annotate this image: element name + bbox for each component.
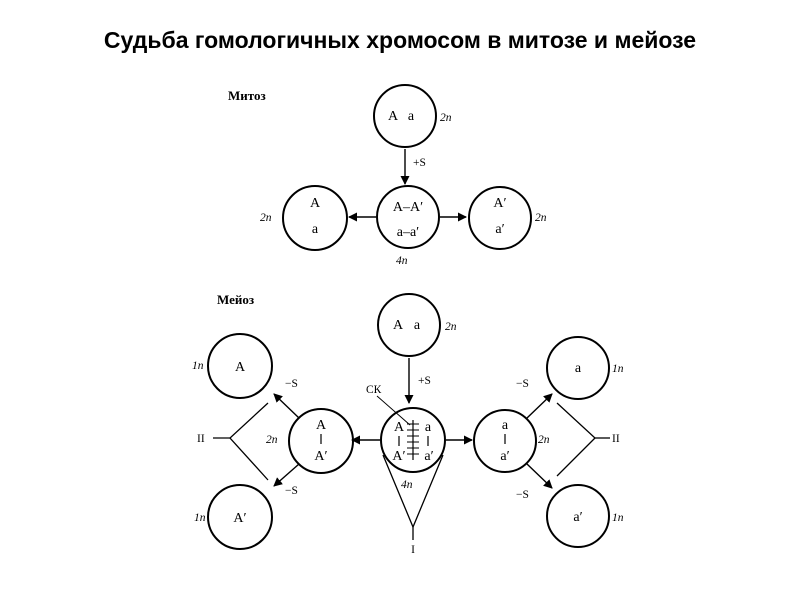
cell-circle bbox=[207, 333, 273, 399]
first-division-bracket bbox=[382, 454, 444, 529]
allele-label: a′ bbox=[495, 222, 504, 237]
meiosis-left-cell: A A′ 2n bbox=[266, 408, 354, 474]
allele-label: a bbox=[575, 361, 582, 376]
second-division-label-right: II bbox=[612, 433, 620, 445]
cell-circle bbox=[282, 185, 348, 251]
meiosis-section-label: Мейоз bbox=[217, 292, 254, 307]
ploidy-label: 2n bbox=[260, 212, 272, 224]
cell-circle bbox=[376, 185, 440, 249]
mitosis-left-daughter-cell: A a 2n bbox=[260, 185, 348, 251]
cell-circle bbox=[288, 408, 354, 474]
ploidy-label: 2n bbox=[538, 434, 550, 446]
synaptonemal-pointer bbox=[376, 395, 411, 426]
ploidy-label: 4n bbox=[396, 255, 408, 267]
ploidy-label: 1n bbox=[194, 512, 206, 524]
mitosis-section-label: Митоз bbox=[228, 88, 266, 103]
allele-label: a bbox=[414, 318, 421, 333]
allele-label: a bbox=[312, 222, 319, 237]
ploidy-label: 1n bbox=[612, 512, 624, 524]
allele-label: a bbox=[408, 109, 415, 124]
mitosis-parent-cell: A a 2n bbox=[373, 84, 452, 148]
allele-label: A′ bbox=[392, 449, 405, 464]
replication-label: +S bbox=[413, 157, 426, 169]
second-division-arrow bbox=[526, 393, 553, 419]
chromatid-pair-label: a–a′ bbox=[397, 225, 420, 240]
allele-label: a bbox=[425, 420, 432, 435]
allele-label: a′ bbox=[573, 510, 582, 525]
gamete-cell: a 1n bbox=[546, 336, 624, 400]
second-division-arrow bbox=[526, 463, 553, 489]
cell-circle bbox=[373, 84, 437, 148]
gamete-cell: A′ 1n bbox=[194, 484, 273, 550]
minus-s-label: −S bbox=[285, 378, 298, 390]
second-division-bracket-right bbox=[556, 402, 596, 477]
first-division-label: I bbox=[411, 544, 415, 556]
second-division-arrow bbox=[273, 393, 300, 419]
allele-label: a′ bbox=[424, 449, 433, 464]
ploidy-label: 2n bbox=[445, 321, 457, 333]
allele-label: A′ bbox=[493, 196, 506, 211]
ploidy-label: 2n bbox=[266, 434, 278, 446]
ploidy-label: 2n bbox=[535, 212, 547, 224]
cell-circle bbox=[207, 484, 273, 550]
cell-circle bbox=[468, 186, 532, 250]
allele-label: A bbox=[235, 360, 246, 375]
ploidy-label: 2n bbox=[440, 112, 452, 124]
replication-label: +S bbox=[418, 375, 431, 387]
allele-label: a′ bbox=[500, 449, 509, 464]
synaptonemal-complex-icon bbox=[407, 420, 419, 460]
meiosis-right-cell: a a′ 2n bbox=[473, 409, 550, 473]
second-division-arrow bbox=[273, 463, 300, 487]
meiosis-parent-cell: A a 2n bbox=[377, 293, 457, 357]
cell-circle bbox=[377, 293, 441, 357]
cell-circle bbox=[473, 409, 537, 473]
mitosis-right-daughter-cell: A′ a′ 2n bbox=[468, 186, 547, 250]
cell-circle bbox=[546, 484, 610, 548]
minus-s-label: −S bbox=[285, 485, 298, 497]
mitosis-replicated-cell: A–A′ a–a′ 4n bbox=[376, 185, 440, 267]
ploidy-label: 4n bbox=[401, 479, 413, 491]
allele-label: A′ bbox=[233, 511, 246, 526]
gamete-cell: a′ 1n bbox=[546, 484, 624, 548]
synaptonemal-complex-label: СК bbox=[366, 384, 382, 396]
gamete-cell: A 1n bbox=[192, 333, 273, 399]
cell-circle bbox=[380, 407, 446, 473]
cell-circle bbox=[546, 336, 610, 400]
allele-label: A bbox=[316, 418, 327, 433]
minus-s-label: −S bbox=[516, 378, 529, 390]
allele-label: A bbox=[388, 109, 399, 124]
allele-label: A bbox=[394, 420, 405, 435]
allele-label: A bbox=[393, 318, 404, 333]
ploidy-label: 1n bbox=[612, 363, 624, 375]
slide-title: Судьба гомологичных хромосом в митозе и … bbox=[103, 27, 697, 53]
meiosis-bivalent-cell: A a A′ a′ 4n bbox=[380, 407, 446, 491]
chromatid-pair-label: A–A′ bbox=[393, 200, 423, 215]
allele-label: A bbox=[310, 196, 321, 211]
second-division-label-left: II bbox=[197, 433, 205, 445]
second-division-bracket-left bbox=[229, 402, 269, 481]
minus-s-label: −S bbox=[516, 489, 529, 501]
allele-label: A′ bbox=[314, 449, 327, 464]
ploidy-label: 1n bbox=[192, 360, 204, 372]
allele-label: a bbox=[502, 418, 509, 433]
